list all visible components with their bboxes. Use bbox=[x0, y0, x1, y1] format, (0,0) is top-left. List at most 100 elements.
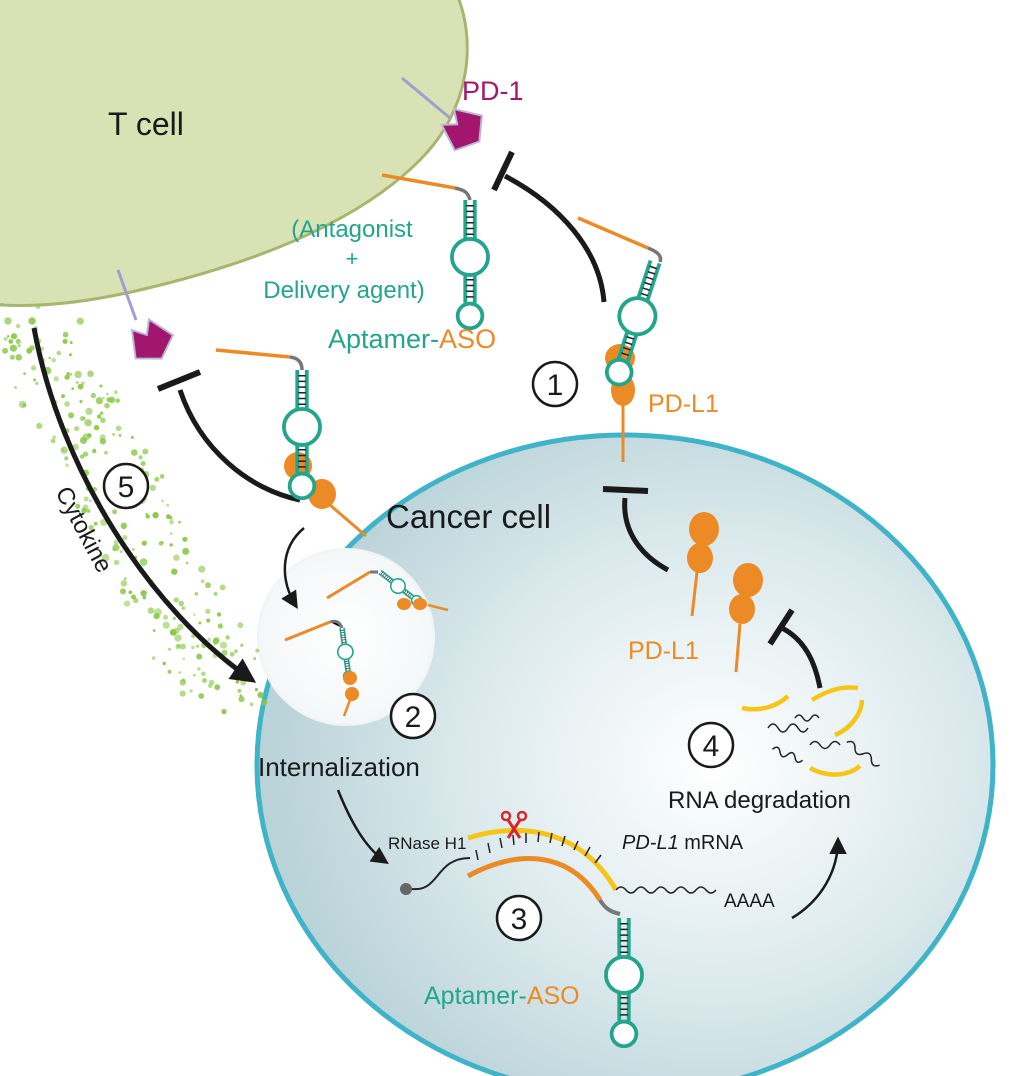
cytokine-dot bbox=[178, 520, 181, 524]
cytokine-dot bbox=[84, 419, 92, 427]
mrna-poly-a-tail bbox=[615, 886, 717, 894]
cytokine-dot bbox=[77, 383, 84, 390]
cytokine-dot bbox=[168, 515, 172, 519]
cytokine-dot bbox=[74, 370, 82, 379]
inhibition-arc-left bbox=[156, 369, 301, 503]
cytokine-dot bbox=[152, 512, 159, 519]
cytokine-dot bbox=[120, 580, 128, 587]
cytokine-dot bbox=[61, 394, 65, 398]
cytokine-dot bbox=[104, 450, 108, 455]
cytokine-dot bbox=[123, 577, 127, 581]
cytokine-dot bbox=[177, 623, 184, 630]
cytokine-dot bbox=[115, 425, 122, 432]
cytokine-dot bbox=[191, 645, 195, 650]
cytokine-dot bbox=[198, 565, 206, 573]
cytokine-dot bbox=[174, 634, 182, 642]
cytokine-dot bbox=[257, 691, 264, 699]
cytokine-dot bbox=[15, 338, 21, 344]
cytokine-dot bbox=[149, 484, 156, 492]
scissors-icon bbox=[500, 810, 528, 839]
pdl1-aptamer-complex-left bbox=[215, 348, 367, 538]
cytokine-dot bbox=[83, 496, 89, 502]
cytokine-dot bbox=[79, 454, 85, 459]
cytokine-dot bbox=[182, 657, 185, 660]
cytokine-dot bbox=[179, 679, 186, 686]
pdl1-label-inner: PD-L1 bbox=[628, 637, 699, 665]
cytokine-dot bbox=[237, 688, 242, 694]
rnase-h1-label: RNase H1 bbox=[388, 834, 466, 853]
cytokine-dot bbox=[10, 333, 18, 340]
cancer-cell-membrane bbox=[254, 432, 996, 1076]
cytokine-dot bbox=[138, 455, 143, 460]
internalization-label: Internalization bbox=[258, 752, 420, 782]
cytokine-dot bbox=[106, 397, 112, 403]
step-2-badge: 2 bbox=[389, 692, 437, 740]
cytokine-dot bbox=[113, 539, 119, 545]
cytokine-dot bbox=[235, 679, 240, 684]
cytokine-dot bbox=[64, 456, 69, 461]
poly-a-label: AAAA bbox=[724, 891, 775, 912]
pdl1-mrna-strand bbox=[467, 827, 619, 892]
cytokine-dot bbox=[261, 699, 268, 706]
cytokine-dot bbox=[51, 357, 56, 363]
pdl1-intracellular-1 bbox=[687, 512, 719, 617]
cytokine-dot bbox=[99, 434, 106, 441]
cytokine-dot bbox=[15, 354, 22, 361]
cytokine-dot bbox=[15, 323, 21, 329]
cytokine-dot bbox=[35, 381, 39, 386]
cytokine-dot bbox=[101, 553, 110, 562]
aptamer-aso-free bbox=[381, 173, 490, 331]
cytokine-dot bbox=[240, 643, 244, 647]
svg-text:5: 5 bbox=[118, 471, 135, 504]
cytokine-dot bbox=[193, 613, 196, 616]
cytokine-dot bbox=[68, 412, 75, 419]
cytokine-dot bbox=[234, 649, 238, 653]
cytokine-dot bbox=[179, 690, 186, 697]
cytokine-dot bbox=[131, 449, 138, 456]
cytokine-dot bbox=[158, 541, 164, 546]
cytokine-dot bbox=[35, 303, 41, 309]
cytokine-dot bbox=[189, 689, 193, 693]
aso-linker bbox=[598, 898, 621, 916]
cytokine-dot bbox=[142, 595, 147, 600]
svg-text:3: 3 bbox=[511, 903, 528, 936]
cytokine-dot bbox=[172, 616, 177, 621]
cytokine-dot bbox=[219, 641, 228, 649]
cytokine-dot bbox=[219, 584, 226, 591]
cytokine-dot bbox=[33, 378, 36, 382]
step-5-badge: 5 bbox=[102, 462, 150, 510]
aptamer-aso-label-bottom: Aptamer-ASO bbox=[424, 982, 580, 1010]
cytokine-dot bbox=[152, 629, 156, 633]
cytokine-dot bbox=[151, 656, 156, 660]
cytokine-dot bbox=[175, 643, 181, 650]
svg-text:1: 1 bbox=[547, 369, 564, 402]
cytokine-dot bbox=[79, 436, 88, 444]
pdl1-aptamer-complex-top bbox=[577, 216, 675, 462]
cytokine-dot bbox=[167, 669, 172, 674]
cytokine-dot bbox=[221, 710, 227, 715]
cytokine-dot bbox=[163, 614, 168, 620]
cancer-cell-label: Cancer cell bbox=[386, 498, 551, 535]
cytokine-dot bbox=[112, 509, 117, 515]
cytokine-dot bbox=[216, 612, 222, 617]
aso-strand bbox=[466, 856, 603, 902]
cytokine-dot bbox=[75, 503, 81, 509]
cytokine-dot bbox=[9, 344, 17, 352]
cytokine-dot bbox=[118, 434, 122, 437]
cytokine-dot bbox=[237, 622, 244, 628]
cytokine-dot bbox=[139, 558, 148, 566]
cytokine-dot bbox=[162, 661, 166, 666]
cytokine-dot bbox=[213, 591, 218, 596]
cytokine-dot bbox=[208, 679, 215, 686]
cytokine-dot bbox=[112, 544, 120, 552]
cytokine-dot bbox=[120, 522, 128, 529]
cytokine-dot bbox=[52, 435, 56, 440]
cytokine-dot bbox=[185, 561, 189, 565]
cytokine-dot bbox=[53, 376, 59, 382]
cytokine-dot bbox=[147, 607, 155, 614]
cytokine-dot bbox=[85, 407, 93, 415]
t-cell-label: T cell bbox=[108, 106, 184, 142]
cytokine-dot bbox=[179, 643, 186, 650]
delivery-agent-label: Delivery agent) bbox=[263, 277, 424, 304]
